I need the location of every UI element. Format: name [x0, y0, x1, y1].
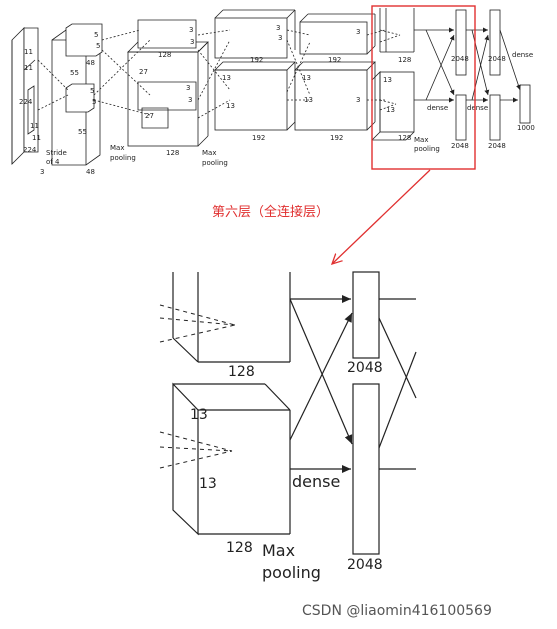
zoom-cube — [159, 382, 291, 536]
conv1-k5c: 5 — [90, 87, 94, 95]
conv5-128a: 128 — [398, 56, 411, 64]
conv1-48b: 48 — [86, 168, 95, 176]
conv4-k3b: 3 — [356, 96, 360, 104]
conv2-k3d: 3 — [188, 96, 192, 104]
conv2-128a: 128 — [158, 51, 171, 59]
of4-label: of 4 — [46, 158, 60, 166]
conv4-13a: 13 — [302, 74, 311, 82]
conv2-27a: 27 — [139, 68, 148, 76]
fc-dense1: dense — [427, 104, 448, 112]
input-11-c: 11 — [30, 122, 39, 130]
conv4-13b: 13 — [304, 96, 313, 104]
conv3-layer — [214, 9, 296, 131]
conv1-48a: 48 — [86, 59, 95, 67]
conv1-55a: 55 — [70, 69, 79, 77]
zoom-top-dashed — [159, 304, 236, 343]
conv1-k5b: 5 — [96, 42, 100, 50]
conv2-128b: 128 — [166, 149, 179, 157]
input-layer — [11, 27, 39, 165]
zoom-pooling-label: pooling — [262, 563, 321, 582]
input-224-label: 224 — [19, 98, 33, 106]
conv5-13b: 13 — [386, 106, 395, 114]
zoomed-diagram — [159, 271, 417, 555]
top-labels: 224 224 11 11 11 11 Stride of 4 3 5 5 5 … — [19, 24, 535, 176]
pool2-max: Max — [202, 149, 216, 157]
watermark: CSDN @liaomin416100569 — [302, 603, 492, 619]
top-overview-diagram — [11, 8, 531, 166]
input-depth-3: 3 — [40, 168, 44, 176]
input-224-bottom: 224 — [23, 146, 37, 154]
conv5-128b: 128 — [398, 134, 411, 142]
conv3-192a: 192 — [250, 56, 263, 64]
zoom-connections — [289, 295, 417, 473]
fc-1000: 1000 — [517, 124, 535, 132]
conv4-layer — [294, 13, 376, 131]
zoom-fc-bottom-label: 2048 — [347, 557, 383, 573]
zoom-cube-13-mid: 13 — [199, 476, 217, 492]
zoom-dense-label: dense — [292, 472, 340, 491]
conv1-k5d: 5 — [92, 98, 96, 106]
fc-2048b: 2048 — [451, 142, 469, 150]
stride-label: Stride — [46, 149, 67, 157]
zoom-fc-bottom-bar — [352, 383, 380, 555]
zoom-labels: 128 13 13 128 Max pooling dense 2048 204… — [190, 360, 383, 582]
conv4-192a: 192 — [328, 56, 341, 64]
conv5-max: Max — [414, 136, 428, 144]
pool2-pooling: pooling — [202, 159, 228, 167]
pool1-pooling: pooling — [110, 154, 136, 162]
zoom-cube-width-label: 128 — [226, 540, 253, 556]
conv3-k3a: 3 — [276, 24, 280, 32]
zoom-top-width-label: 128 — [228, 364, 255, 380]
zoom-fc-top-label: 2048 — [347, 360, 383, 376]
zoom-arrow — [332, 169, 431, 264]
conv3-192b: 192 — [252, 134, 265, 142]
conv5-13a: 13 — [383, 76, 392, 84]
conv4-k3a: 3 — [356, 28, 360, 36]
conv5-pooling: pooling — [414, 145, 440, 153]
fc-dense3: dense — [512, 51, 533, 59]
conv4-192b: 192 — [330, 134, 343, 142]
layer-caption: 第六层（全连接层） — [212, 204, 329, 220]
fc-2048c: 2048 — [488, 55, 506, 63]
conv2-k3c: 3 — [186, 84, 190, 92]
conv1-k5a: 5 — [94, 31, 98, 39]
zoom-top-block — [159, 272, 291, 363]
zoom-max-label: Max — [262, 541, 295, 560]
input-11-a: 11 — [24, 48, 33, 56]
conv1-55b: 55 — [78, 128, 87, 136]
zoom-cube-13-top: 13 — [190, 407, 208, 423]
fc-dense2: dense — [467, 104, 488, 112]
conv1-layer — [51, 23, 103, 166]
conv2-k3b: 3 — [190, 38, 194, 46]
fc-2048a: 2048 — [451, 55, 469, 63]
connector-lines — [37, 29, 386, 119]
conv5-layer — [371, 8, 415, 141]
fc-layers — [414, 9, 531, 141]
input-11-b: 11 — [24, 64, 33, 72]
conv3-13b: 13 — [226, 102, 235, 110]
zoom-fc-top-bar — [352, 271, 380, 359]
conv2-27b: 27 — [145, 112, 154, 120]
conv3-13a: 13 — [222, 74, 231, 82]
input-11-d: 11 — [32, 134, 41, 142]
conv2-k3a: 3 — [189, 26, 193, 34]
pool1-max: Max — [110, 144, 124, 152]
fc-2048d: 2048 — [488, 142, 506, 150]
zoom-cube-dashed — [159, 431, 233, 469]
conv3-k3b: 3 — [278, 34, 282, 42]
conv2-layer — [127, 19, 209, 147]
highlight-box — [371, 5, 476, 170]
